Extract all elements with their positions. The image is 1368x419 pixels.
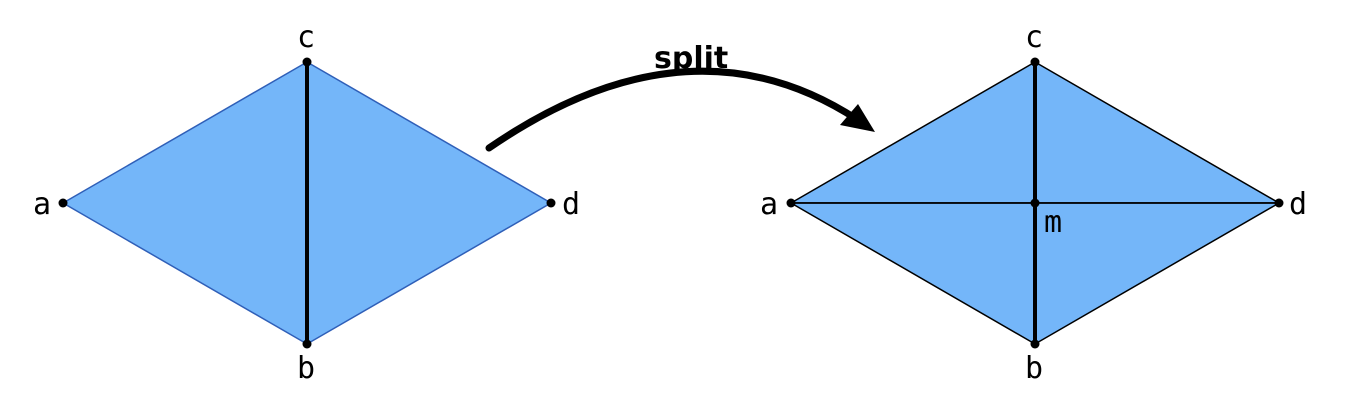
split-arrow-curve	[485, 67, 862, 152]
left-triangle-acb	[61, 60, 308, 346]
right-label-c: c	[1025, 20, 1043, 55]
left-label-a: a	[33, 187, 51, 222]
left-label-b: b	[297, 351, 315, 386]
left-triangle-cdb	[306, 60, 553, 346]
left-vertex-c	[302, 57, 312, 67]
right-triangle-amb	[788, 202, 1036, 346]
right-triangle-cdm	[1034, 60, 1282, 204]
right-triangle-acm	[788, 60, 1036, 204]
split-label: split	[654, 41, 728, 76]
right-label-m: m	[1044, 205, 1062, 240]
right-label-b: b	[1025, 351, 1043, 386]
right-vertex-m	[1030, 198, 1040, 208]
left-diagram: a c d b	[33, 20, 580, 386]
left-vertex-b	[302, 339, 312, 349]
left-vertex-d	[546, 198, 556, 208]
left-vertex-a	[58, 198, 68, 208]
right-vertex-b	[1030, 339, 1040, 349]
left-label-c: c	[297, 20, 315, 55]
split-arrowhead	[840, 104, 875, 132]
right-label-d: d	[1289, 187, 1307, 222]
right-label-a: a	[760, 187, 778, 222]
split-arrow: split	[485, 41, 875, 152]
right-vertex-a	[786, 198, 796, 208]
right-triangle-mdb	[1034, 202, 1282, 346]
right-vertex-d	[1274, 198, 1284, 208]
left-label-d: d	[562, 187, 580, 222]
right-vertex-c	[1030, 57, 1040, 67]
right-diagram: a c d b m	[760, 20, 1307, 386]
